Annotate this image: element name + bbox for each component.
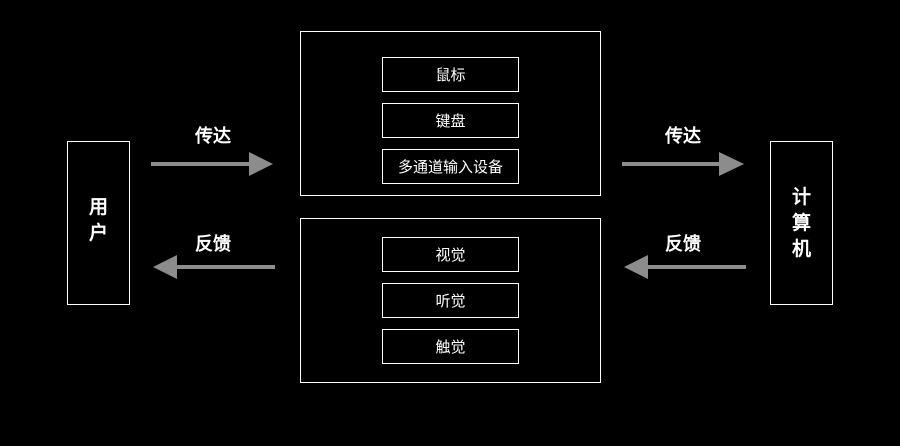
arrow-input-to-computer bbox=[622, 152, 744, 176]
output-item-vision: 视觉 bbox=[382, 237, 519, 272]
input-devices-group: 鼠标 键盘 多通道输入设备 bbox=[300, 31, 601, 196]
user-label: 用 户 bbox=[88, 196, 108, 244]
arrow-output-to-user bbox=[153, 255, 275, 279]
label-input-to-computer: 传达 bbox=[665, 126, 701, 147]
input-item-mouse: 鼠标 bbox=[382, 57, 519, 92]
output-item-hearing: 听觉 bbox=[382, 283, 519, 318]
output-item-touch: 触觉 bbox=[382, 329, 519, 364]
arrow-user-to-input bbox=[151, 152, 273, 176]
input-item-keyboard: 键盘 bbox=[382, 103, 519, 138]
input-item-multichannel: 多通道输入设备 bbox=[382, 149, 519, 184]
label-computer-to-output: 反馈 bbox=[665, 234, 701, 255]
user-box: 用 户 bbox=[67, 141, 130, 305]
label-output-to-user: 反馈 bbox=[195, 234, 231, 255]
computer-box: 计 算 机 bbox=[770, 141, 833, 305]
output-senses-group: 视觉 听觉 触觉 bbox=[300, 218, 601, 383]
label-user-to-input: 传达 bbox=[195, 126, 231, 147]
arrow-computer-to-output bbox=[624, 255, 746, 279]
computer-label: 计 算 机 bbox=[791, 186, 811, 260]
